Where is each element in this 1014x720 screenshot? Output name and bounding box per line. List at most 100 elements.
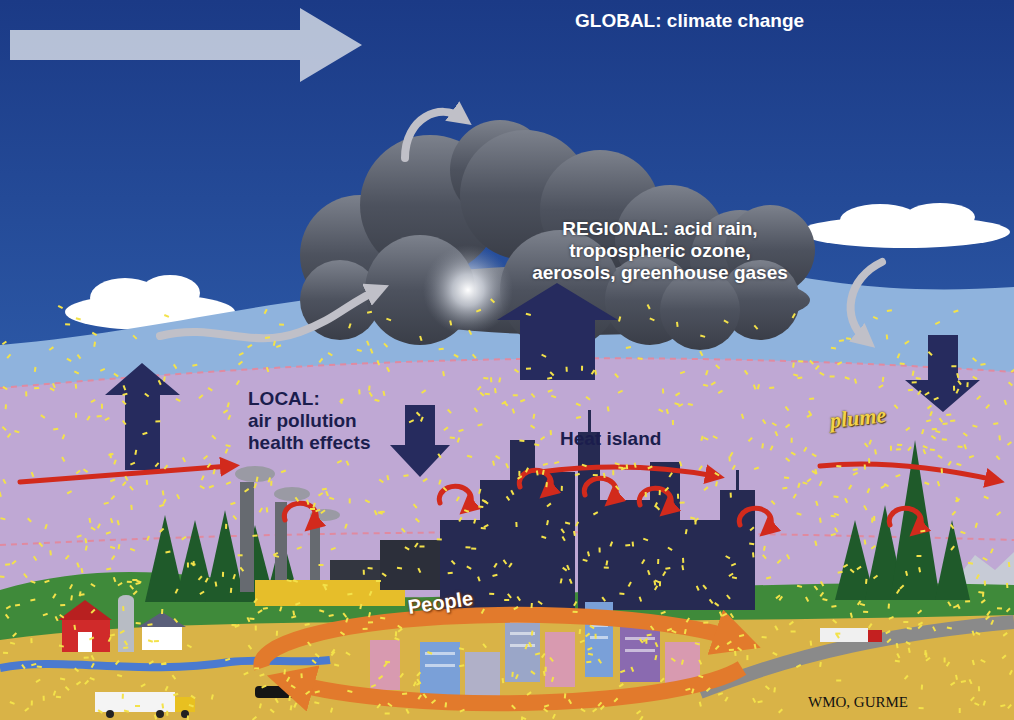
pollutant-particle (464, 510, 469, 512)
pollutant-particle (991, 549, 993, 554)
pollutant-particle (784, 476, 789, 479)
pollutant-particle (953, 386, 955, 391)
pollutant-particle (975, 703, 980, 705)
pollutant-particle (493, 575, 498, 576)
pollutant-particle (787, 555, 789, 559)
pollutant-particle (357, 350, 362, 351)
pollutant-particle (59, 646, 64, 647)
pollutant-particle (225, 524, 227, 529)
pollutant-particle (700, 351, 702, 355)
pollutant-particle (279, 324, 284, 326)
pollutant-particle (722, 614, 727, 616)
pollutant-particle (248, 345, 252, 348)
pollutant-particle (312, 660, 316, 663)
pollutant-particle (518, 476, 522, 479)
pollutant-particle (369, 612, 370, 617)
pollutant-particle (690, 518, 695, 519)
pollutant-particle (1006, 583, 1008, 588)
pollutant-particle (25, 708, 29, 711)
pollutant-particle (533, 414, 534, 419)
pollutant-particle (775, 431, 777, 436)
pollutant-particle (526, 468, 528, 473)
pollutant-particle (267, 367, 269, 372)
pollutant-particle (450, 437, 455, 439)
pollutant-particle (222, 572, 224, 577)
pollutant-particle (149, 661, 153, 664)
pollutant-particle (166, 686, 168, 691)
pollutant-particle (504, 599, 509, 601)
pollutant-particle (804, 447, 807, 451)
pollutant-particle (676, 322, 679, 327)
pollutant-particle (483, 644, 486, 648)
pollutant-particle (493, 461, 494, 466)
pollutant-particle (37, 666, 42, 669)
pollutant-particle (703, 385, 708, 386)
pollutant-particle (363, 570, 365, 575)
pollutant-particle (991, 620, 993, 625)
pollutant-particle (155, 715, 156, 720)
pollutant-particle (973, 631, 975, 636)
pollutant-particle (65, 323, 70, 325)
pollutant-particle (123, 482, 126, 486)
pollutant-particle (725, 697, 728, 701)
pollutant-particle (1002, 655, 1006, 658)
pollutant-particle (260, 703, 261, 708)
pollutant-particle (387, 475, 388, 480)
pollutant-particle (581, 366, 583, 371)
pollutant-particle (233, 516, 236, 520)
pollutant-particle (820, 373, 824, 375)
pollutant-particle (0, 492, 1, 497)
pollutant-particle (951, 682, 955, 685)
pollutant-particle (67, 359, 71, 362)
pollutant-particle (733, 465, 736, 469)
pollutant-particle (845, 377, 850, 379)
pollutant-particle (704, 438, 709, 440)
pollutant-particle (543, 470, 544, 475)
pollutant-particle (521, 717, 526, 719)
pollutant-particle (928, 352, 932, 356)
pollutant-particle (155, 463, 158, 467)
pollutant-particle (43, 696, 45, 701)
pollutant-particle (812, 471, 816, 474)
city-skyline (650, 462, 680, 610)
pollutant-particle (12, 561, 16, 564)
pollutant-particle (718, 693, 723, 695)
pollutant-particle (319, 359, 322, 363)
pollutant-particle (831, 347, 836, 350)
pollutant-particle (367, 312, 372, 313)
pollutant-particle (291, 616, 296, 617)
pollutant-particle (509, 563, 512, 567)
pollutant-particle (380, 617, 385, 620)
pollutant-particle (925, 392, 929, 395)
pollutant-particle (93, 342, 96, 347)
pollutant-particle (315, 654, 319, 657)
pollutant-particle (290, 705, 293, 710)
pollutant-particle (598, 702, 601, 706)
pollutant-particle (110, 480, 115, 482)
pollutant-particle (917, 555, 922, 557)
pollutant-particle (3, 652, 8, 654)
pollutant-particle (576, 416, 581, 419)
pollutant-particle (404, 474, 409, 477)
pollutant-particle (544, 709, 548, 712)
pollutant-particle (682, 660, 683, 665)
pollutant-particle (860, 604, 865, 605)
pollutant-particle (963, 433, 967, 436)
pollutant-particle (274, 341, 275, 346)
pollutant-particle (731, 564, 736, 566)
pollutant-particle (459, 517, 461, 521)
buildings (370, 640, 400, 690)
pollutant-particle (130, 463, 135, 465)
farm (118, 600, 134, 652)
pollutant-particle (573, 531, 576, 536)
pollutant-particle (516, 674, 518, 679)
pollutant-particle (377, 360, 379, 365)
pollutant-particle (770, 446, 772, 451)
pollutant-particle (155, 420, 160, 422)
pollutant-particle (244, 673, 249, 675)
pollutant-particle (942, 438, 947, 440)
pollutant-particle (629, 582, 632, 586)
pollutant-particle (159, 380, 161, 384)
pollutant-particle (476, 310, 481, 312)
pollutant-particle (375, 510, 377, 515)
